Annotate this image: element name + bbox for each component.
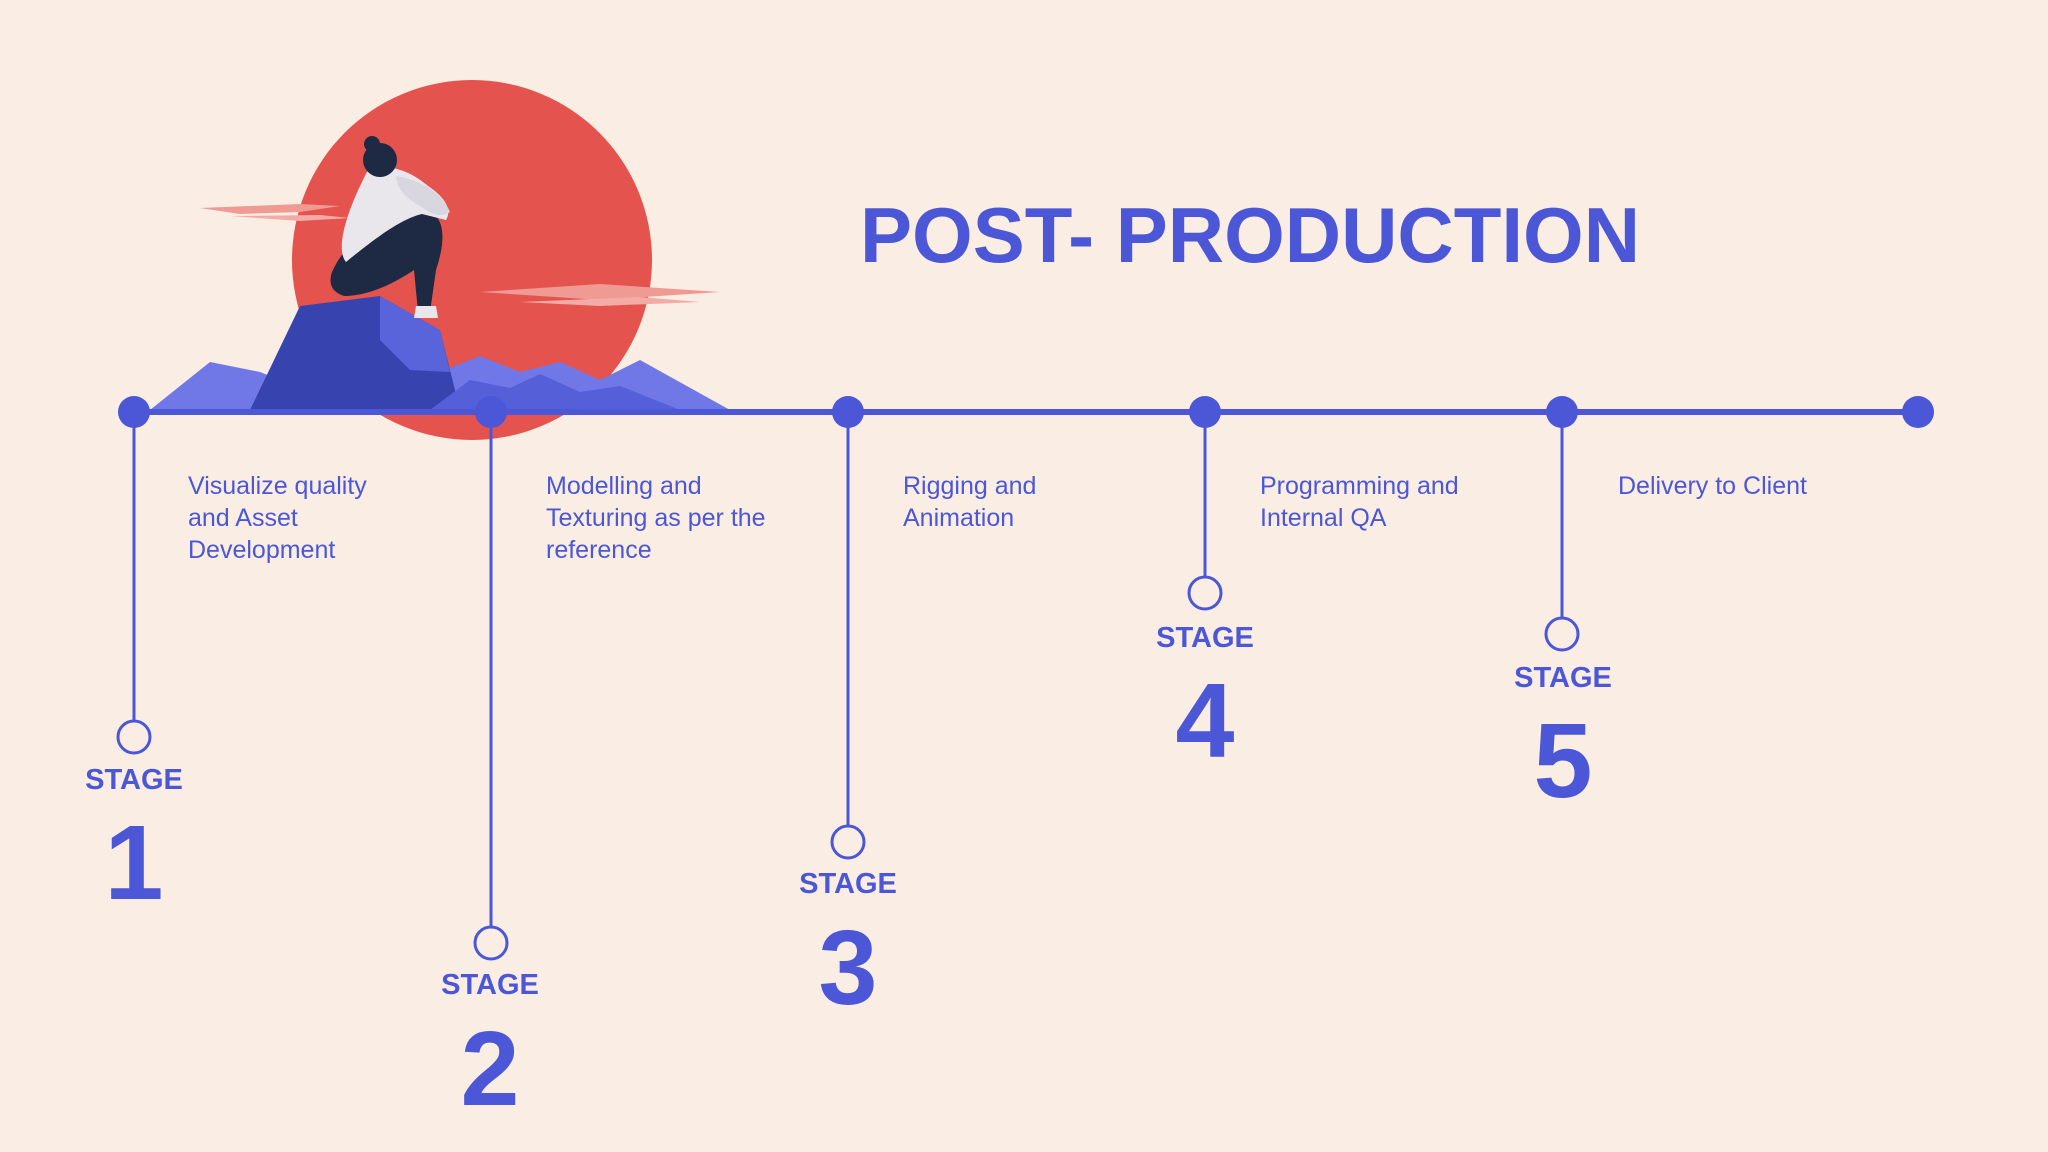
stage-description: Modelling and Texturing as per the refer… xyxy=(546,472,766,564)
stage-end-circle-icon xyxy=(1187,575,1223,611)
stage-label: STAGE xyxy=(441,969,539,1001)
timeline-node-icon xyxy=(118,396,150,428)
mountain-shadow-icon xyxy=(380,296,450,372)
timeline-node-icon xyxy=(475,396,507,428)
stage-number: 5 xyxy=(1533,702,1593,820)
cloud-left-icon-2 xyxy=(230,215,350,221)
stage-label: STAGE xyxy=(799,868,897,900)
stage-end-circle-icon xyxy=(830,824,866,860)
cloud-left-icon xyxy=(200,204,340,214)
timeline-node-icon xyxy=(832,396,864,428)
stage-description: Rigging and Animation xyxy=(903,472,1037,532)
page-title: POST- PRODUCTION xyxy=(860,191,1641,279)
stage-number: 3 xyxy=(818,909,878,1027)
cloud-right-icon-2 xyxy=(520,297,700,306)
person-icon xyxy=(330,136,450,318)
stage-description: Programming and Internal QA xyxy=(1260,472,1459,532)
stage-label: STAGE xyxy=(85,764,183,796)
stage-end-circle-icon xyxy=(116,719,152,755)
stage-label: STAGE xyxy=(1156,622,1254,654)
stage-end-circle-icon xyxy=(1544,616,1580,652)
stage-number: 2 xyxy=(460,1010,520,1128)
timeline-node-icon xyxy=(1546,396,1578,428)
cloud-right-icon xyxy=(480,284,720,300)
stage-label: STAGE xyxy=(1514,662,1612,694)
timeline-node-icon xyxy=(1902,396,1934,428)
stage-description: Visualize quality and Asset Development xyxy=(188,472,367,564)
stage-number: 1 xyxy=(104,804,164,922)
stage-end-circle-icon xyxy=(473,925,509,961)
stage-number: 4 xyxy=(1175,662,1235,780)
stage-description: Delivery to Client xyxy=(1618,472,1807,500)
timeline-node-icon xyxy=(1189,396,1221,428)
